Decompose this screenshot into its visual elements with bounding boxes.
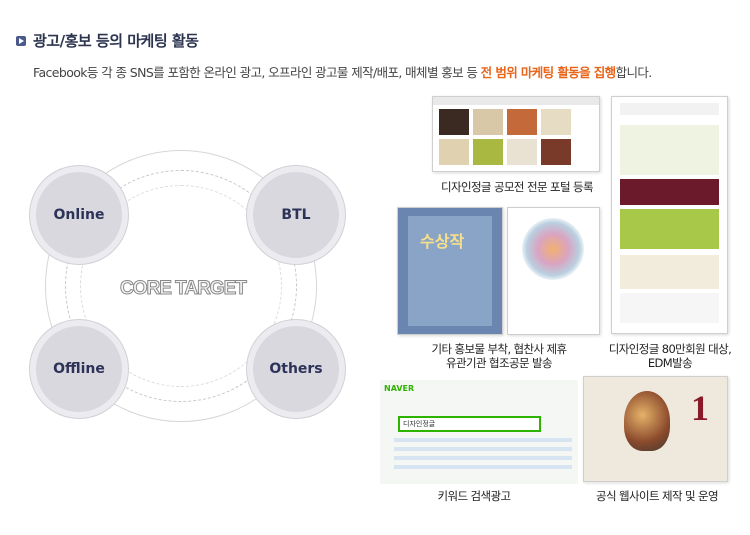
site-key-visual [624,391,670,451]
core-target-label: CORE TARGET [120,278,248,300]
poster-title: 수상작 [420,232,465,251]
official-letter-image [507,207,600,335]
result-row [394,456,572,460]
result-row [394,438,572,442]
letter-graphic [522,218,584,280]
edm-banner [620,209,719,249]
official-site-screenshot: 1 [583,376,728,482]
portal-thumb [439,139,469,165]
description-highlight: 전 범위 마케팅 활동을 집행 [480,65,617,80]
play-bullet-icon [16,35,26,46]
portal-thumb [439,109,469,135]
portal-header-bar [433,97,599,105]
section-description: Facebook등 각 종 SNS를 포함한 온라인 광고, 오프라인 광고물 … [33,62,652,81]
edm-caption: 디자인정글 80만회원 대상, EDM발송 [606,342,734,370]
portal-thumb [541,139,571,165]
edm-caption-line1: 디자인정글 80만회원 대상, [608,342,732,356]
node-offline: Offline [30,320,128,418]
description-text: Facebook등 각 종 SNS를 포함한 온라인 광고, 오프라인 광고물 … [33,65,481,80]
section-title: 광고/홍보 등의 마케팅 활동 [33,32,199,50]
site-number: 1 [691,388,709,428]
edm-caption-line2: EDM발송 [647,356,693,370]
portal-screenshot [432,96,600,172]
portal-thumb [507,109,537,135]
poster-inner [408,216,492,326]
portal-thumb [541,109,571,135]
edm-screenshot [611,96,728,334]
search-results [394,438,572,474]
node-btl: BTL [247,166,345,264]
poster-caption-line2: 유관기관 협조공문 발송 [446,356,553,370]
keyword-caption: 키워드 검색광고 [437,489,512,503]
outer-ring [45,150,317,422]
node-others: Others [247,320,345,418]
site-caption: 공식 웹사이트 제작 및 운영 [595,489,719,503]
poster-caption-line1: 기타 홍보물 부착, 협찬사 제휴 [431,342,567,356]
result-row [394,465,572,469]
edm-footer [620,293,719,323]
portal-thumb [473,109,503,135]
description-suffix: 합니다. [615,65,653,80]
middle-ring [65,170,297,402]
result-row [394,447,572,451]
portal-thumb [507,139,537,165]
portal-caption: 디자인정글 공모전 전문 포털 등록 [441,180,594,194]
edm-banner [620,179,719,205]
inner-ring [80,185,282,387]
node-online: Online [30,166,128,264]
edm-banner [620,255,719,289]
poster-caption: 기타 홍보물 부착, 협찬사 제휴 유관기관 협조공문 발송 [404,342,594,370]
keyword-search-screenshot: NAVER 디자인정글 [380,380,578,484]
poster-image: 수상작 [397,207,503,335]
portal-thumb [473,139,503,165]
edm-header [620,103,719,115]
edm-banner [620,125,719,175]
section-heading: 광고/홍보 등의 마케팅 활동 [16,30,199,51]
naver-logo: NAVER [384,384,415,393]
naver-search-box: 디자인정글 [398,416,541,432]
core-target-diagram: CORE TARGET Online BTL Offline Others [25,140,345,430]
